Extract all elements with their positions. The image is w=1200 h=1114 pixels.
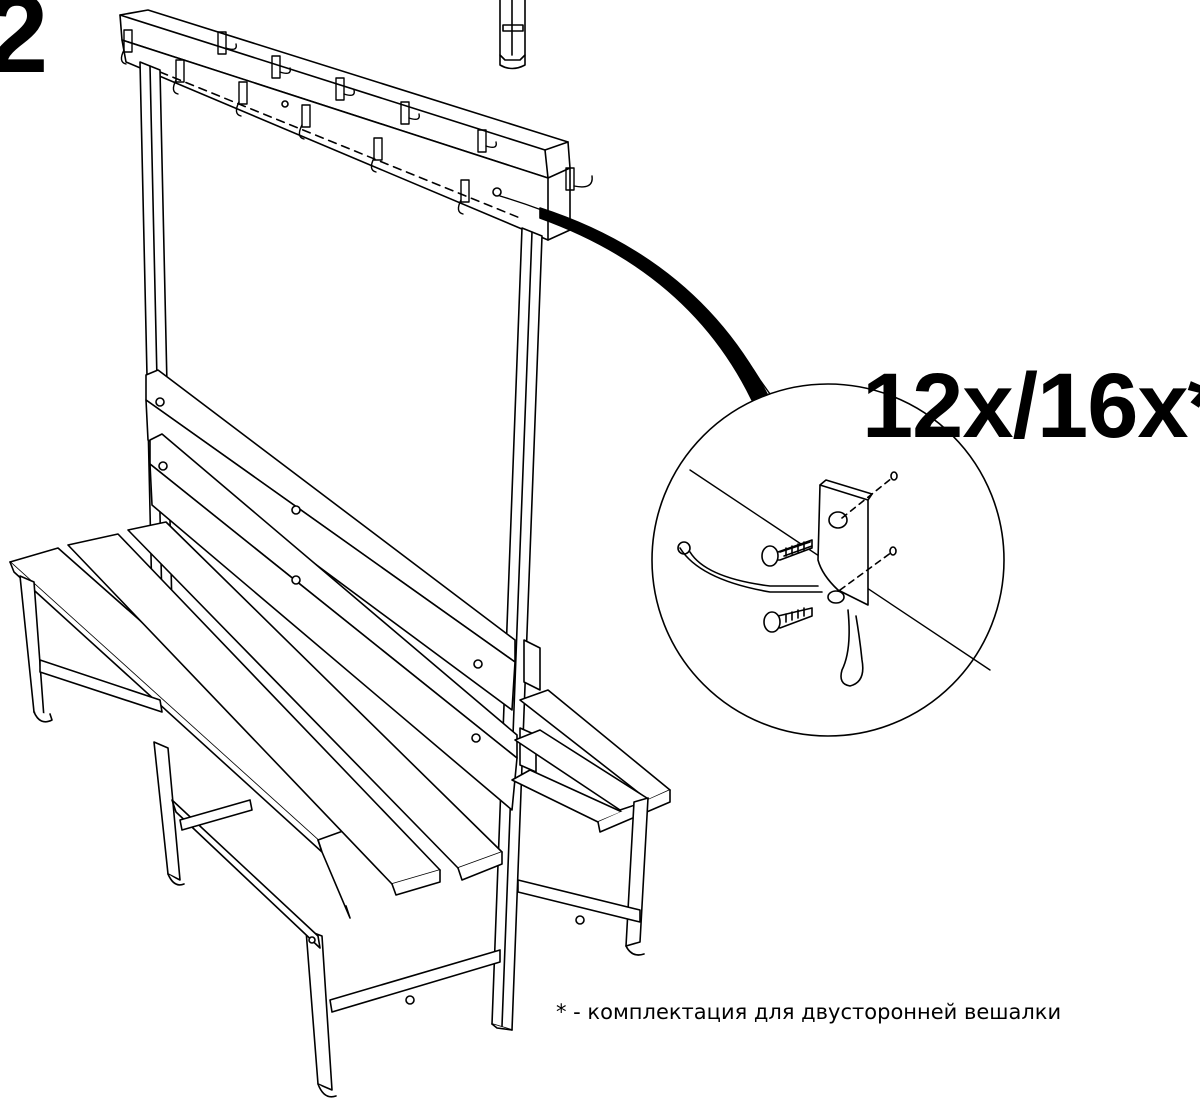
detail-leader-wedge xyxy=(540,208,770,400)
coat-rack-rail xyxy=(120,10,570,240)
upper-post-fragment xyxy=(500,0,525,69)
backrest-boards xyxy=(146,370,540,810)
step-number: 2 xyxy=(0,0,49,96)
rail-hooks xyxy=(121,30,592,214)
detail-quantity-label: 12x/16x* xyxy=(862,355,1200,457)
screw-icon xyxy=(764,608,812,632)
front-seat xyxy=(10,522,502,1097)
back-seat xyxy=(512,690,670,955)
screw-icon xyxy=(762,540,812,566)
footnote: * - комплектация для двусторонней вешалк… xyxy=(556,1000,1062,1024)
detail-magnifier xyxy=(652,384,1004,736)
coat-hook-icon xyxy=(680,548,822,592)
